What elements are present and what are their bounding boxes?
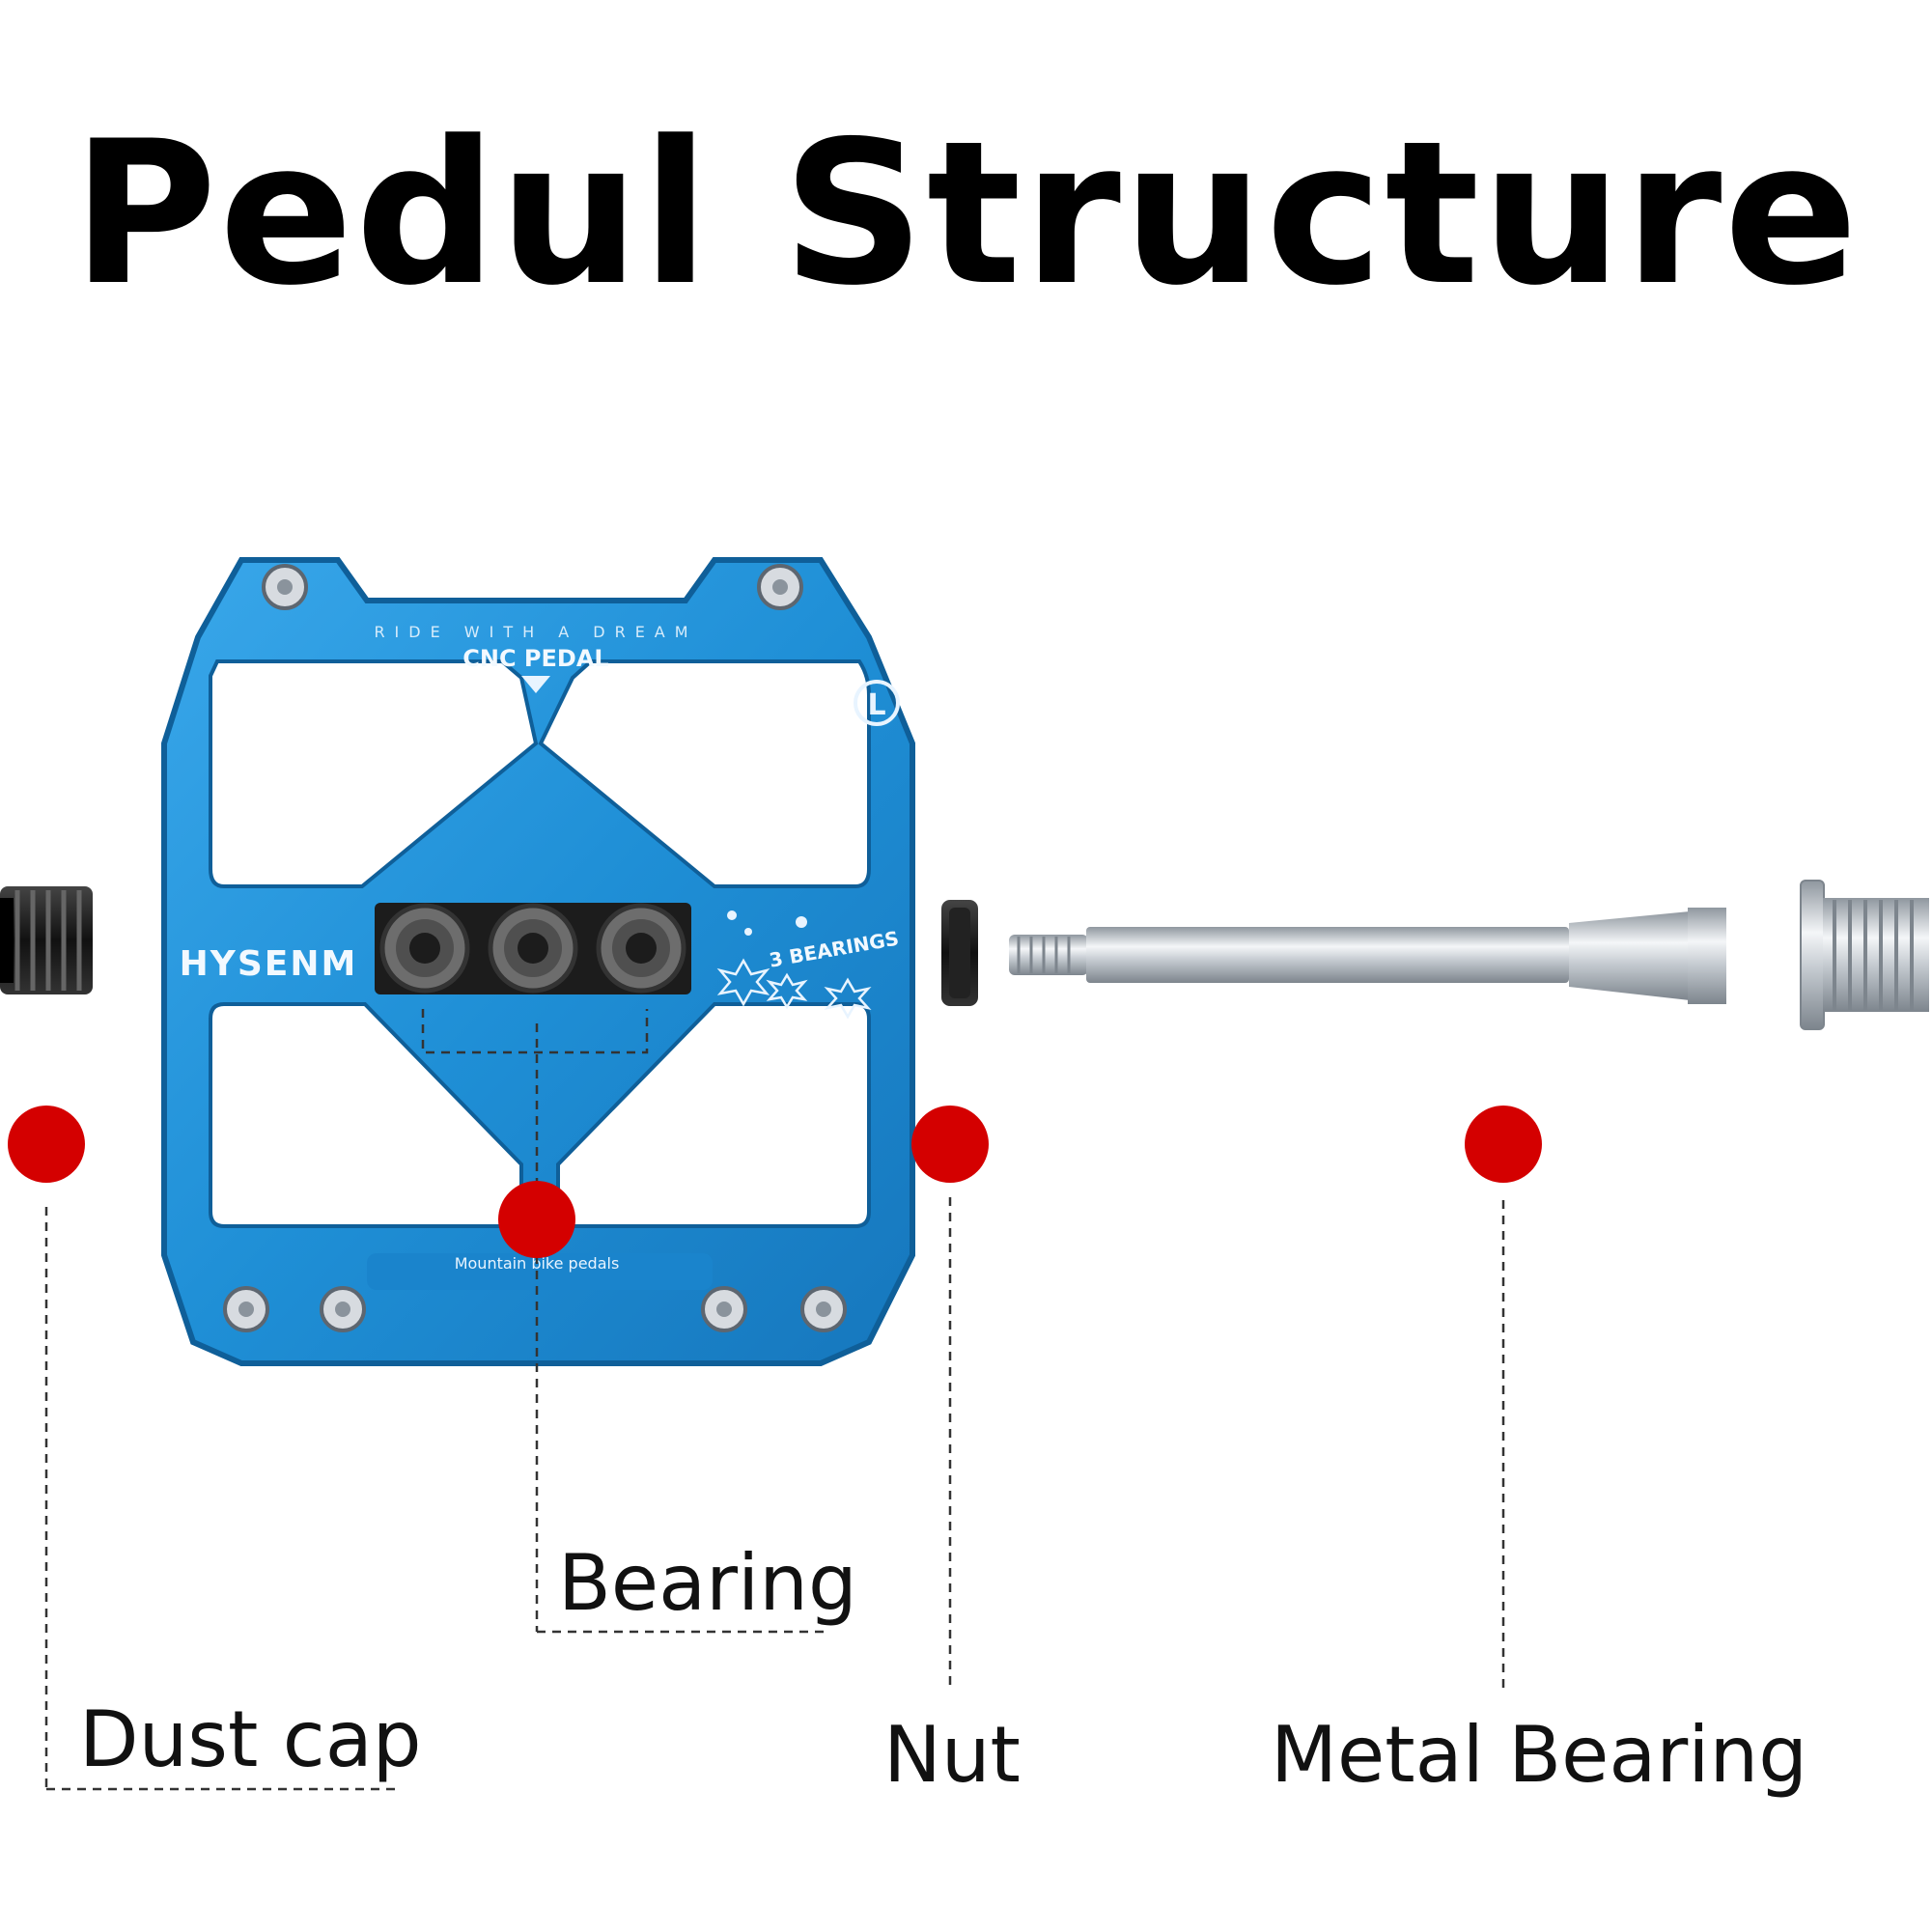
- metal-bearing-label: Metal Bearing: [1271, 1717, 1807, 1794]
- side-mark: L: [867, 688, 885, 722]
- nut-label: Nut: [883, 1717, 1021, 1794]
- metal-axle-part: [1009, 881, 1929, 1029]
- nut-marker: [911, 1106, 989, 1183]
- dust-cap-label: Dust cap: [79, 1701, 422, 1778]
- bearing-label: Bearing: [558, 1545, 857, 1622]
- metal-bearing-marker: [1465, 1106, 1542, 1183]
- bearing-rings: [382, 906, 684, 991]
- pedal-brand: HYSENM: [180, 944, 358, 984]
- pedal-model-text: CNC PEDAL: [462, 645, 608, 672]
- dust-cap-marker: [8, 1106, 85, 1183]
- nut-part: [941, 900, 978, 1006]
- pedal-top-text: RIDE WITH A DREAM: [374, 623, 697, 641]
- dust-cap-part: [0, 886, 93, 994]
- bearing-marker: [498, 1181, 575, 1258]
